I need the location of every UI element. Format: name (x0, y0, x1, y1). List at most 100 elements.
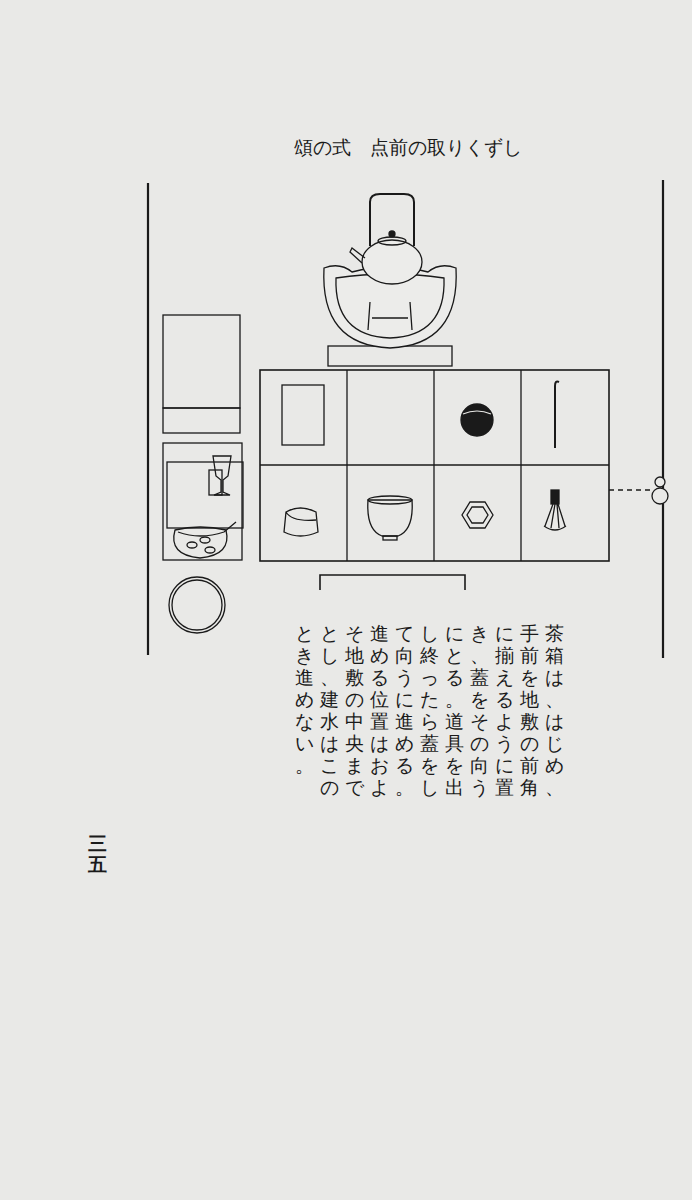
glyph: た (417, 688, 442, 710)
glyph: 、 (317, 666, 342, 688)
glyph: 央 (342, 732, 367, 754)
glyph: 位 (367, 688, 392, 710)
glyph: き (292, 644, 317, 666)
glyph: は (317, 732, 342, 754)
gourd (652, 488, 668, 504)
chawan (368, 500, 412, 536)
glyph: 置 (367, 710, 392, 732)
chasen-tines (544, 504, 566, 530)
glyph: に (442, 622, 467, 644)
glyph: 終 (417, 644, 442, 666)
glyph: め (367, 644, 392, 666)
glyph: 進 (292, 666, 317, 688)
box-lid-edge (163, 408, 240, 433)
glyph: に (392, 688, 417, 710)
glyph: 手 (517, 622, 542, 644)
glyph: よ (492, 710, 517, 732)
glyph: 蓋 (467, 666, 492, 688)
glyph: 。 (392, 776, 417, 798)
chakin-case-inner (467, 507, 488, 523)
chakin-case (462, 502, 493, 528)
kettle-spout (350, 248, 365, 263)
glyph: る (492, 688, 517, 710)
glyph: 中 (342, 710, 367, 732)
glyph: 敷 (342, 666, 367, 688)
glyph: っ (417, 666, 442, 688)
glyph: る (367, 666, 392, 688)
glyph: 蓋 (417, 732, 442, 754)
glyph: は (367, 732, 392, 754)
glyph: 道 (442, 710, 467, 732)
page-title: 頌の式 点前の取りくずし (238, 135, 578, 161)
kettle-lid (378, 237, 406, 245)
glyph: 向 (467, 754, 492, 776)
glyph: を (467, 688, 492, 710)
glyph: 前 (517, 754, 542, 776)
glyph: 茶 (542, 622, 567, 644)
glyph: に (492, 622, 517, 644)
glyph: し (317, 644, 342, 666)
pouch-cord (178, 522, 236, 536)
jishiki-grid (260, 370, 609, 561)
glyph: 箱 (542, 644, 567, 666)
glyph: う (392, 666, 417, 688)
glyph: 向 (392, 644, 417, 666)
glyph: で (342, 776, 367, 798)
fukusa (282, 385, 324, 445)
glyph: 角 (517, 776, 542, 798)
glyph: 、 (542, 776, 567, 798)
glyph: じ (542, 732, 567, 754)
glyph: そ (342, 622, 367, 644)
cup (209, 470, 222, 495)
glyph: と (292, 622, 317, 644)
glyph: 地 (342, 644, 367, 666)
page-number: 三五 (88, 833, 107, 875)
border-rule (147, 183, 149, 655)
glyph: め (292, 688, 317, 710)
glyph: そ (467, 710, 492, 732)
glyph: ら (417, 710, 442, 732)
glyph: な (292, 710, 317, 732)
sweet (187, 542, 197, 548)
chashaku (555, 382, 559, 449)
glyph: 揃 (492, 644, 517, 666)
glyph: を (517, 666, 542, 688)
chasen-handle (551, 490, 559, 504)
glyph: 、 (542, 688, 567, 710)
glyph: 建 (317, 688, 342, 710)
glyph: 進 (392, 710, 417, 732)
sweet (200, 537, 210, 543)
glyph: め (392, 732, 417, 754)
glyph: 五 (88, 854, 107, 875)
glyph: て (392, 622, 417, 644)
glyph: う (492, 732, 517, 754)
trivet (368, 302, 412, 330)
border-rule (662, 180, 664, 658)
grid-line (260, 464, 609, 465)
sweet (205, 547, 215, 553)
glyph: し (417, 622, 442, 644)
glyph: の (317, 776, 342, 798)
glyph: は (542, 710, 567, 732)
glyph: し (417, 776, 442, 798)
chawan-rim (368, 496, 412, 504)
glyph: う (467, 776, 492, 798)
glyph: 水 (317, 710, 342, 732)
glyph: 出 (442, 776, 467, 798)
kettle-knob (389, 231, 395, 237)
kensui (169, 577, 225, 633)
dashed-line (609, 489, 650, 490)
glyph: よ (367, 776, 392, 798)
furo-board (328, 346, 452, 366)
tea-box (163, 443, 242, 560)
glyph: え (492, 666, 517, 688)
glyph: 置 (492, 776, 517, 798)
kettle (362, 240, 422, 284)
note-text: 茶箱は、はじめ、手前を地敷の前角に揃えるように置き、蓋をその向うにとる。道具を出… (292, 622, 567, 799)
glyph: お (367, 754, 392, 776)
glyph: こ (317, 754, 342, 776)
kettle-handle (370, 194, 414, 246)
glyph: と (442, 644, 467, 666)
glyph: と (317, 622, 342, 644)
glyph: き (467, 622, 492, 644)
